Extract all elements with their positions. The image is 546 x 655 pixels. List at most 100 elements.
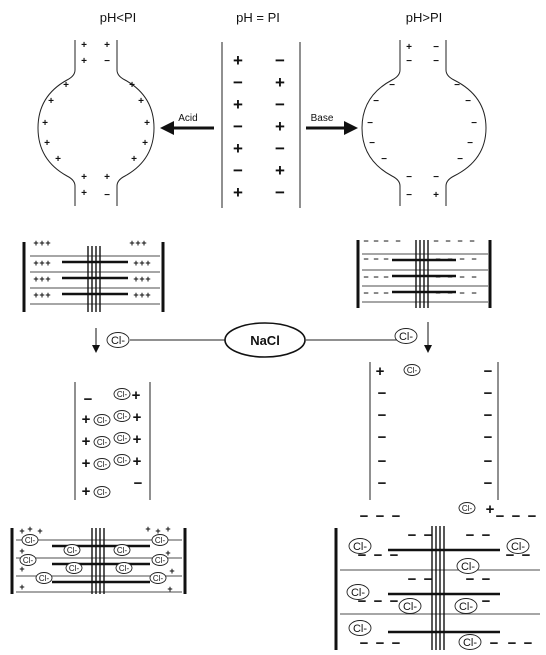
minus-charge: − <box>390 593 399 610</box>
minus-charge: − <box>482 571 491 588</box>
plus-charge: + <box>33 238 38 248</box>
minus-charge: − <box>484 385 493 402</box>
chloride-ion-label: Cl- <box>463 637 477 649</box>
plus-charge: + <box>139 274 144 284</box>
plus-charge: + <box>376 363 385 380</box>
chloride-ion-label: Cl- <box>461 561 475 573</box>
minus-charge: − <box>360 635 369 652</box>
plus-charge: + <box>142 138 148 149</box>
plus-charge: + <box>42 118 48 129</box>
minus-charge: − <box>84 391 93 408</box>
plus-charge: + <box>167 584 172 594</box>
minus-charge: − <box>373 254 378 264</box>
plus-charge: + <box>233 139 243 158</box>
plus-charge: + <box>81 40 87 51</box>
chloride-ion: Cl- <box>399 599 421 614</box>
chloride-ion-label: Cl- <box>97 438 108 447</box>
minus-charge: − <box>406 172 412 183</box>
plus-charge: + <box>33 274 38 284</box>
chloride-ion-label: Cl- <box>403 601 417 613</box>
minus-charge: − <box>104 190 110 201</box>
minus-charge: − <box>482 527 491 544</box>
nacl-label: NaCl <box>250 333 280 348</box>
plus-charge: + <box>37 526 42 536</box>
plus-charge: + <box>145 274 150 284</box>
chloride-ion: Cl- <box>107 333 129 348</box>
minus-charge: − <box>471 272 476 282</box>
minus-charge: − <box>378 429 387 446</box>
plus-charge: + <box>141 238 146 248</box>
plus-charge: + <box>82 455 91 472</box>
chloride-ion: Cl- <box>66 563 82 574</box>
strip-negative-content: +Cl-−−−−−−−−−−−Cl-+ <box>376 363 495 518</box>
chloride-ion-label: Cl- <box>67 546 78 555</box>
plus-charge: + <box>275 161 285 180</box>
minus-charge: − <box>512 508 521 525</box>
minus-charge: − <box>369 138 375 149</box>
chloride-ion: Cl- <box>150 573 166 584</box>
plus-charge: + <box>233 51 243 70</box>
minus-charge: − <box>484 453 493 470</box>
minus-charge: − <box>383 288 388 298</box>
plus-charge: + <box>169 566 174 576</box>
minus-charge: − <box>447 254 452 264</box>
fiber-charges-positive: ++++++++++++++++−− <box>42 40 150 201</box>
chloride-ion: Cl- <box>114 433 130 444</box>
plus-charge: + <box>406 42 412 53</box>
plus-charge: + <box>48 96 54 107</box>
minus-charge: − <box>275 51 285 70</box>
chloride-ion-label: Cl- <box>117 456 128 465</box>
chloride-ion-label: Cl- <box>407 366 418 375</box>
chloride-ion-label: Cl- <box>351 587 365 599</box>
isoelectric-charges: +−−++−−++−−++− <box>233 51 285 202</box>
chloride-ion-label: Cl- <box>155 556 166 565</box>
plus-charge: + <box>275 73 285 92</box>
chloride-ion-label: Cl- <box>69 564 80 573</box>
minus-charge: − <box>233 73 243 92</box>
chloride-ion: Cl- <box>349 539 371 554</box>
minus-charge: − <box>424 527 433 544</box>
minus-charge: − <box>378 407 387 424</box>
chloride-ion-label: Cl- <box>23 556 34 565</box>
minus-charge: − <box>275 183 285 202</box>
down-arrow-right <box>424 322 432 353</box>
plus-charge: + <box>63 80 69 91</box>
minus-charge: − <box>363 272 368 282</box>
minus-charge: − <box>445 236 450 246</box>
minus-charge: − <box>373 96 379 107</box>
plus-charge: + <box>135 238 140 248</box>
minus-charge: − <box>466 527 475 544</box>
plus-charge: + <box>133 431 142 448</box>
plus-charge: + <box>132 387 141 404</box>
header-ph-below-pi: pH<PI <box>100 10 137 25</box>
minus-charge: − <box>484 429 493 446</box>
plus-charge: + <box>39 274 44 284</box>
minus-charge: − <box>363 254 368 264</box>
minus-charge: − <box>433 56 439 67</box>
plus-charge: + <box>131 154 137 165</box>
chloride-ion-label: Cl- <box>399 331 413 343</box>
minus-charge: − <box>378 453 387 470</box>
chloride-ion-label: Cl- <box>117 412 128 421</box>
minus-charge: − <box>233 161 243 180</box>
plus-charge: + <box>144 118 150 129</box>
acid-label: Acid <box>178 113 197 124</box>
plus-charge: + <box>433 190 439 201</box>
plus-charge: + <box>39 290 44 300</box>
plus-charge: + <box>39 258 44 268</box>
plus-charge: + <box>45 238 50 248</box>
minus-charge: − <box>408 527 417 544</box>
minus-charge: − <box>408 571 417 588</box>
plus-charge: + <box>45 274 50 284</box>
chloride-ion: Cl- <box>114 411 130 422</box>
plus-charge: + <box>145 290 150 300</box>
minus-charge: − <box>360 508 369 525</box>
plus-charge: + <box>55 154 61 165</box>
minus-charge: − <box>457 154 463 165</box>
minus-charge: − <box>363 236 368 246</box>
minus-charge: − <box>435 272 440 282</box>
swollen-fiber-negative <box>362 40 486 206</box>
minus-charge: − <box>378 475 387 492</box>
plus-charge: + <box>129 238 134 248</box>
plus-charge: + <box>81 56 87 67</box>
